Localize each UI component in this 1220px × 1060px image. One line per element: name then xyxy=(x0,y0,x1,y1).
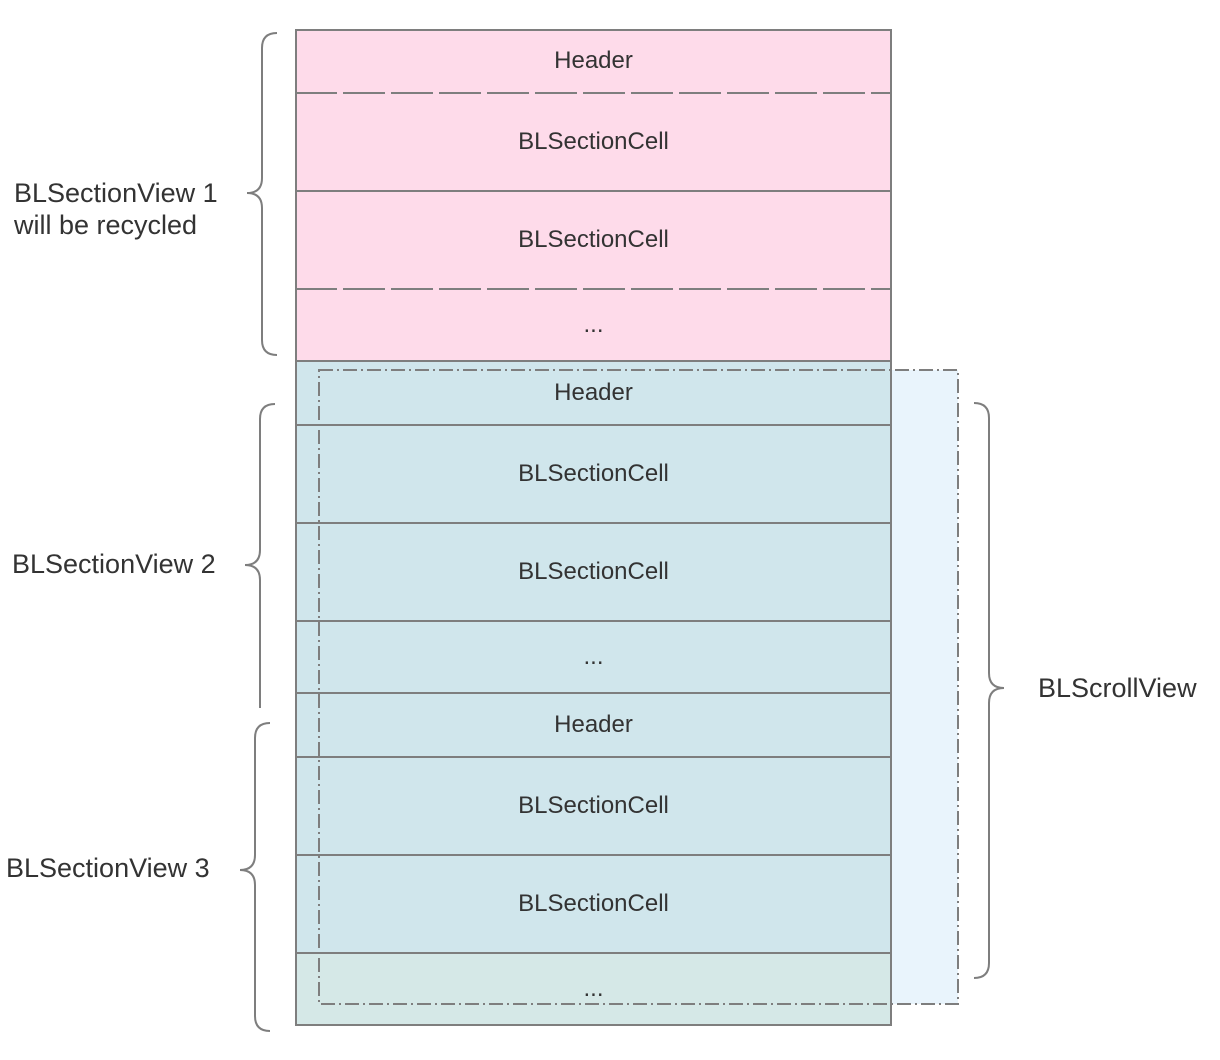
section3-cell-1: BLSectionCell xyxy=(295,757,892,855)
section-separator xyxy=(295,692,892,694)
brace-section1 xyxy=(246,32,278,356)
section1-label-line1: BLSectionView 1 xyxy=(14,178,218,208)
section3-cell-2: BLSectionCell xyxy=(295,855,892,953)
cell-separator xyxy=(295,854,892,856)
brace-scroll-view xyxy=(973,402,1005,979)
cell-separator xyxy=(295,190,892,192)
section2-label: BLSectionView 2 xyxy=(12,549,216,579)
section3-label: BLSectionView 3 xyxy=(6,853,210,883)
scroll-view-region xyxy=(892,370,958,1004)
section3-header: Header xyxy=(295,693,892,757)
dashed-separator xyxy=(295,92,892,94)
section2-ellipsis: ... xyxy=(295,621,892,693)
section-separator xyxy=(295,360,892,362)
cell-separator xyxy=(295,424,892,426)
section2-header: Header xyxy=(295,361,892,425)
scroll-view-label: BLScrollView xyxy=(1038,673,1197,703)
scroll-view-outline xyxy=(318,369,959,1005)
cell-separator xyxy=(295,952,892,954)
dashed-separator xyxy=(295,288,892,290)
cell-separator xyxy=(295,620,892,622)
section1-ellipsis: ... xyxy=(295,289,892,361)
section1-cell-1: BLSectionCell xyxy=(295,93,892,191)
stack-outline xyxy=(295,29,892,1026)
brace-section2 xyxy=(244,403,276,708)
section1-label: BLSectionView 1 will be recycled xyxy=(14,177,218,241)
section2-cell-2: BLSectionCell xyxy=(295,523,892,621)
section1-cell-2: BLSectionCell xyxy=(295,191,892,289)
section1-header: Header xyxy=(295,29,892,93)
cell-separator xyxy=(295,522,892,524)
cell-separator xyxy=(295,756,892,758)
section1-label-line2: will be recycled xyxy=(14,210,198,240)
section3-ellipsis: ... xyxy=(295,953,892,1025)
section2-cell-1: BLSectionCell xyxy=(295,425,892,523)
brace-section3 xyxy=(239,722,271,1032)
